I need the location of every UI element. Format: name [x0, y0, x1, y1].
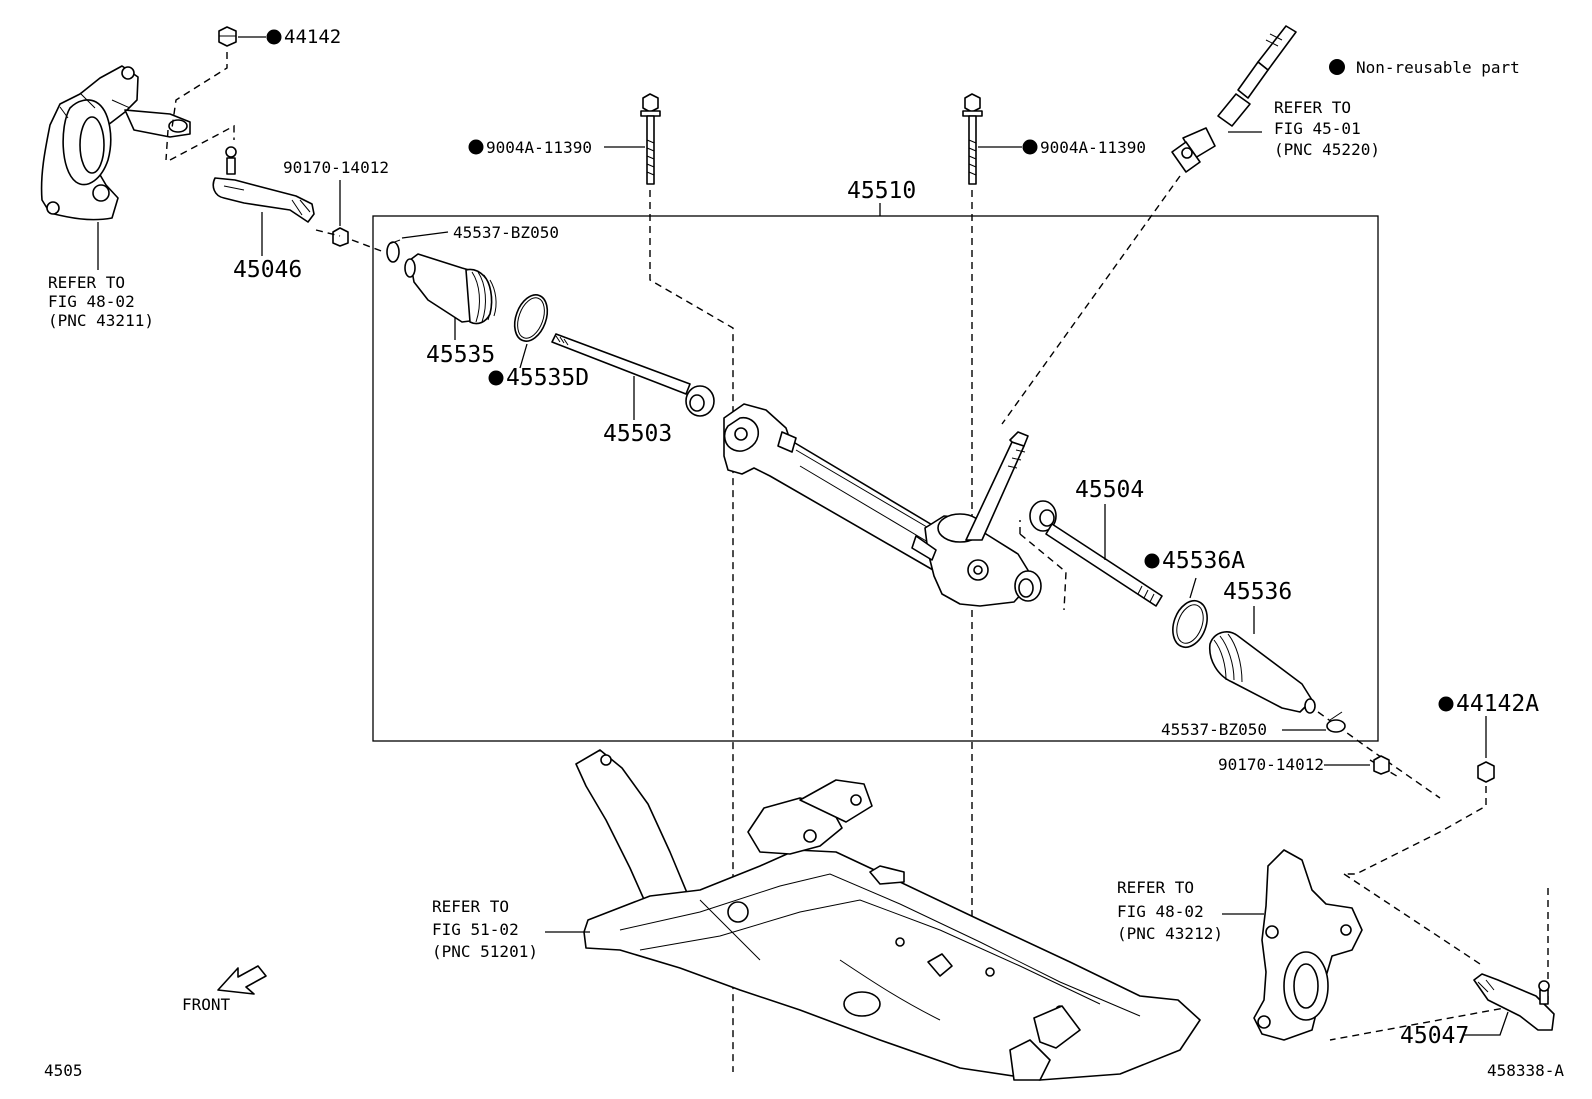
ref-crossmember-line3: (PNC 51201) [432, 942, 538, 961]
rack-boot-45535 [404, 253, 497, 325]
ref-knuckle-right-line2: FIG 48-02 [1117, 902, 1204, 921]
label-45046: 45046 [233, 257, 302, 283]
label-45504: 45504 [1075, 477, 1144, 503]
ref-knuckle-left: REFER TO FIG 48-02 (PNC 43211) [48, 273, 154, 330]
non-reusable-bullet-icon [1022, 139, 1038, 155]
legend-text: Non-reusable part [1356, 58, 1520, 77]
tie-rod-45504 [1029, 500, 1163, 607]
rack-boot-45536 [1208, 631, 1316, 714]
nut-90170-left [332, 227, 349, 247]
ref-shaft-line2: FIG 45-01 [1274, 119, 1361, 138]
clamp-ring-45536a [1172, 599, 1208, 649]
tie-rod-end-45046 [212, 146, 315, 223]
non-reusable-bullet-icon [488, 370, 504, 386]
ref-crossmember-line1: REFER TO [432, 897, 509, 916]
non-reusable-bullet-icon [1329, 59, 1345, 75]
label-45536a: 45536A [1162, 548, 1245, 574]
label-44142: 44142 [284, 26, 341, 48]
label-45535d: 45535D [506, 365, 589, 391]
label-45537-right: 45537-BZ050 [1161, 720, 1267, 739]
clamp-45537-left [386, 239, 401, 263]
nut-44142 [218, 26, 237, 47]
bolt-9004a-left [640, 93, 661, 185]
nut-90170-right [1373, 755, 1390, 775]
assembly-frame-45510 [372, 215, 1379, 742]
label-45503: 45503 [603, 421, 672, 447]
label-45536: 45536 [1223, 579, 1292, 605]
label-90170-right: 90170-14012 [1218, 755, 1324, 774]
nut-44142a [1477, 761, 1495, 783]
steering-shaft-joint [1171, 25, 1297, 173]
non-reusable-bullet-icon [1144, 553, 1160, 569]
page-code-left: 4505 [44, 1061, 83, 1080]
front-crossmember [575, 749, 1201, 1081]
non-reusable-bullet-icon [468, 139, 484, 155]
label-45537-left: 45537-BZ050 [453, 223, 559, 242]
ref-knuckle-left-line3: (PNC 43211) [48, 311, 154, 330]
label-44142a: 44142A [1456, 691, 1539, 717]
left-steering-knuckle [40, 65, 191, 221]
legend: Non-reusable part [1329, 58, 1520, 77]
ref-knuckle-right: REFER TO FIG 48-02 (PNC 43212) [1117, 878, 1223, 943]
steering-rack-housing [723, 403, 1042, 607]
ref-knuckle-right-line1: REFER TO [1117, 878, 1194, 897]
ref-knuckle-left-line1: REFER TO [48, 273, 125, 292]
bolt-9004a-right [962, 93, 983, 185]
label-9004a-right: 9004A-11390 [1040, 138, 1146, 157]
label-front: FRONT [182, 995, 231, 1014]
ref-crossmember: REFER TO FIG 51-02 (PNC 51201) [432, 897, 538, 961]
front-direction-arrow-icon [217, 965, 267, 995]
clamp-ring-45535d [513, 294, 549, 342]
drawing-number: 458338-A [1487, 1061, 1564, 1080]
ref-steering-shaft: REFER TO FIG 45-01 (PNC 45220) [1274, 98, 1380, 159]
ref-crossmember-line2: FIG 51-02 [432, 920, 519, 939]
label-45535: 45535 [426, 342, 495, 368]
label-45510: 45510 [847, 178, 916, 204]
right-steering-knuckle [1253, 849, 1363, 1041]
label-90170-left: 90170-14012 [283, 158, 389, 177]
non-reusable-bullet-icon [1438, 696, 1454, 712]
label-45047: 45047 [1400, 1023, 1469, 1049]
ref-shaft-line1: REFER TO [1274, 98, 1351, 117]
tie-rod-end-45047 [1473, 973, 1555, 1031]
label-9004a-left: 9004A-11390 [486, 138, 592, 157]
ref-knuckle-right-line3: (PNC 43212) [1117, 924, 1223, 943]
tie-rod-45503 [551, 333, 715, 417]
non-reusable-bullet-icon [266, 29, 282, 45]
clamp-45537-right [1326, 711, 1346, 733]
ref-shaft-line3: (PNC 45220) [1274, 140, 1380, 159]
ref-knuckle-left-line2: FIG 48-02 [48, 292, 135, 311]
